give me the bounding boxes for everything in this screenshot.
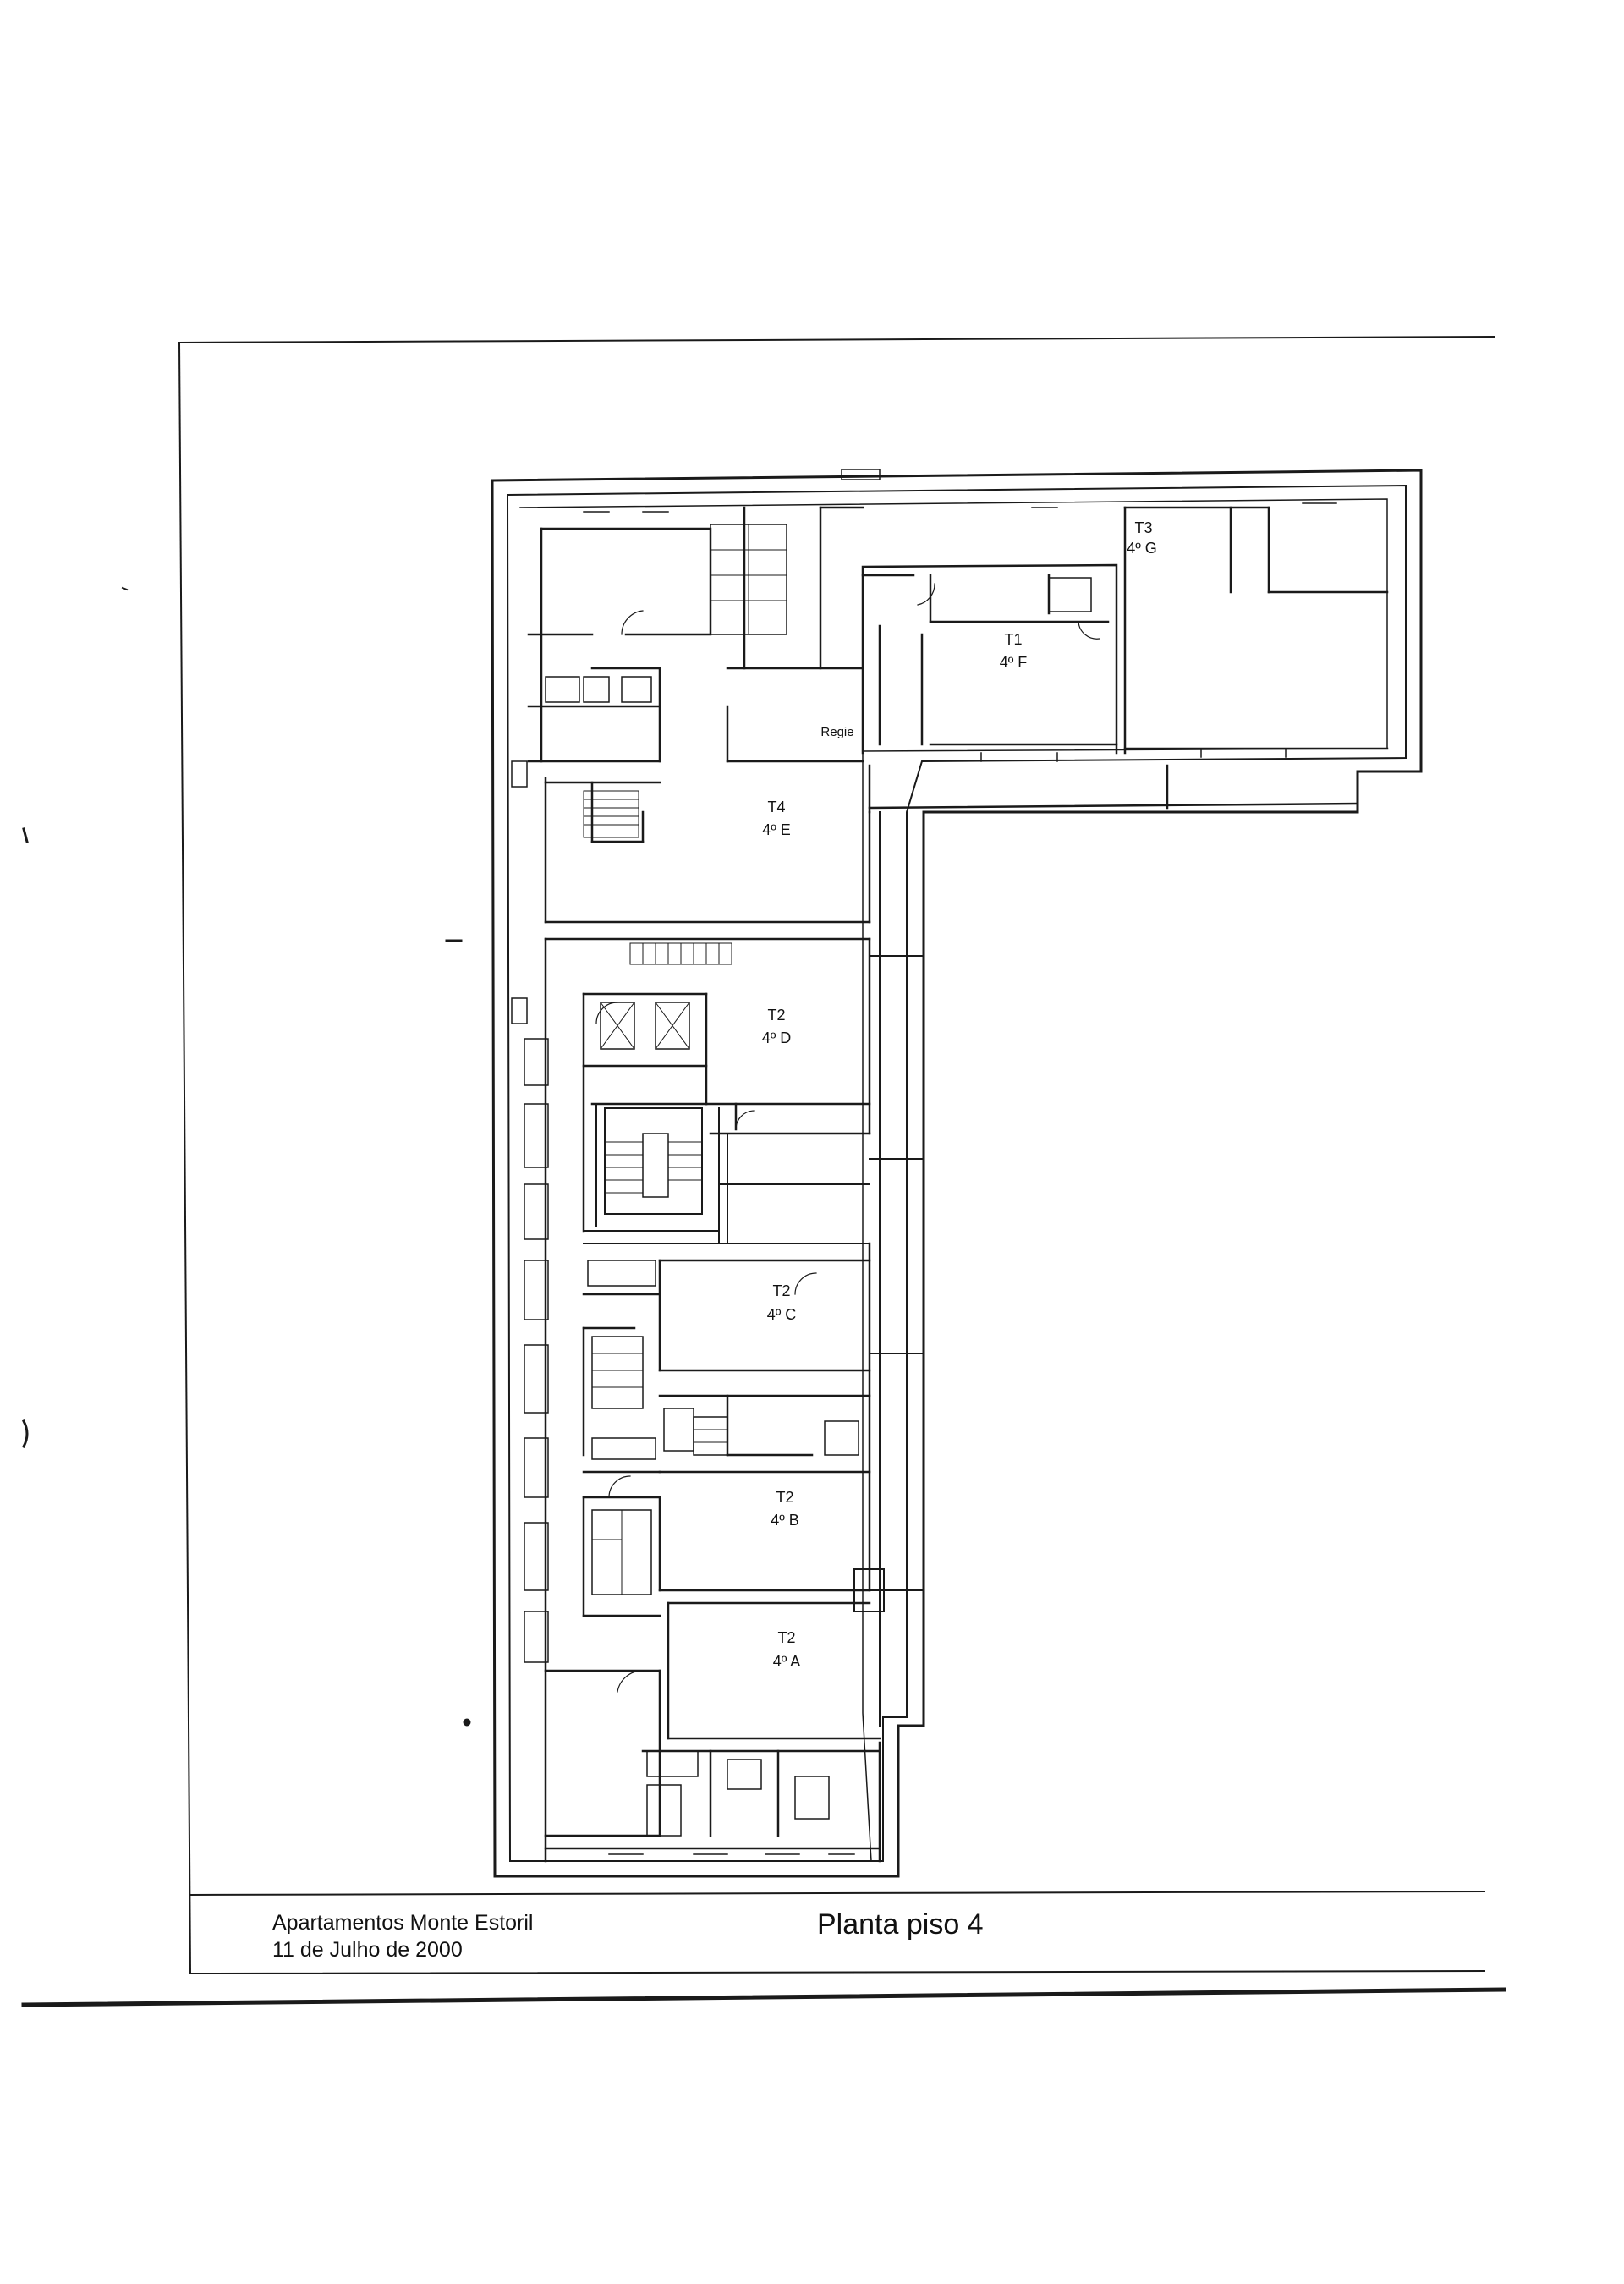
- apartment-g-unit: 4º G: [1127, 540, 1157, 557]
- east-gallery: [869, 811, 924, 1727]
- project-name: Apartamentos Monte Estoril: [272, 1911, 534, 1935]
- drawing-date: 11 de Julho de 2000: [272, 1938, 463, 1962]
- apartment-d-unit: 4º D: [762, 1029, 792, 1046]
- north-windows: [583, 469, 1337, 762]
- apartment-a-type: T2: [777, 1629, 795, 1646]
- building-outline: [491, 469, 1423, 1878]
- title-block-left: Apartamentos Monte Estoril 11 de Julho d…: [272, 1909, 533, 1963]
- apartment-d-type: T2: [767, 1007, 785, 1024]
- apartment-b-unit: 4º B: [771, 1512, 799, 1529]
- stair-t4: [583, 790, 732, 965]
- apartment-c-walls: [582, 1242, 871, 1592]
- apartment-b-walls: [582, 1470, 885, 1617]
- scan-marks: [21, 586, 471, 1727]
- sheet-title: Planta piso 4: [817, 1908, 984, 1941]
- apartment-f-type: T1: [1004, 631, 1022, 648]
- apartment-e-type: T4: [767, 799, 785, 815]
- apartment-labels: T3 4º G T1 4º F T4 4º E T2 4º D T2 4º C …: [762, 519, 1157, 1670]
- northwest-rooms: [527, 527, 871, 941]
- door-swings: [595, 583, 1100, 1693]
- central-stair: [583, 1103, 870, 1244]
- apartment-c-unit: 4º C: [767, 1306, 797, 1323]
- sheet-frame: [21, 335, 1506, 2007]
- service-room-label: Regie: [820, 725, 853, 739]
- apartment-b-type: T2: [776, 1489, 793, 1506]
- apartment-d-walls: [544, 937, 871, 1863]
- apartment-a-walls: [544, 1601, 881, 1863]
- apartment-a-unit: 4º A: [773, 1653, 801, 1670]
- apartment-g-type: T3: [1134, 519, 1152, 536]
- apartment-f-unit: 4º F: [1000, 654, 1028, 671]
- apartment-c-type: T2: [772, 1282, 790, 1299]
- apartment-e-unit: 4º E: [762, 821, 791, 838]
- north-wing-walls: [710, 506, 1389, 814]
- west-facade-bays: [511, 760, 549, 1663]
